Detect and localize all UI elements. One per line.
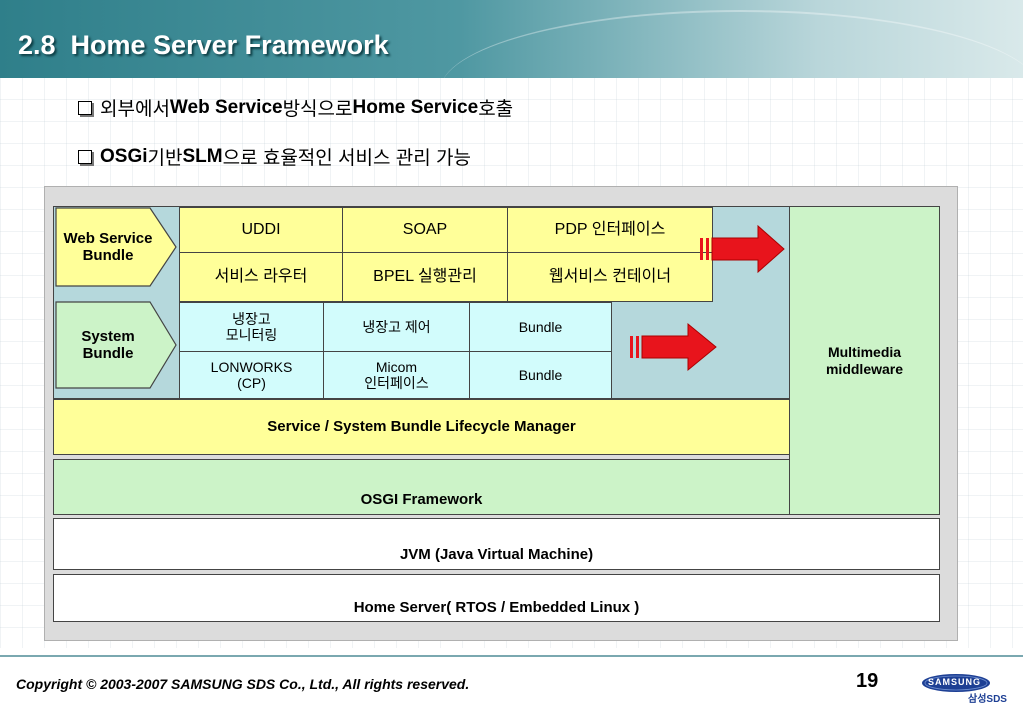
logo-subtext: 삼성SDS [968, 694, 1007, 705]
system-bundle-chevron [55, 301, 177, 389]
fridge-monitoring-cell: 냉장고 모니터링 [179, 302, 324, 352]
lifecycle-manager-box: Service / System Bundle Lifecycle Manage… [53, 399, 790, 455]
red-arrow-icon [630, 322, 717, 372]
page-number: 19 [856, 670, 879, 692]
copyright-text: Copyright © 2003-2007 SAMSUNG SDS Co., L… [16, 676, 470, 692]
service-router-cell: 서비스 라우터 [179, 252, 343, 302]
checkbox-bullet-icon [78, 100, 92, 115]
bpel-cell: BPEL 실행관리 [342, 252, 508, 302]
footer-divider [0, 655, 1023, 657]
fridge-control-cell: 냉장고 제어 [323, 302, 470, 352]
logo-text: SAMSUNG [928, 677, 982, 687]
home-server-box: Home Server( RTOS / Embedded Linux ) [53, 574, 940, 622]
multimedia-middleware-box: Multimedia middleware [789, 206, 940, 515]
web-service-bundle-label: Web Service Bundle [63, 229, 153, 264]
uddi-cell: UDDI [179, 207, 343, 253]
web-service-bundle-chevron [55, 207, 177, 287]
jvm-box: JVM (Java Virtual Machine) [53, 518, 940, 570]
web-service-container-cell: 웹서비스 컨테이너 [507, 252, 713, 302]
samsung-logo-icon [922, 674, 990, 692]
lonworks-cell: LONWORKS (CP) [179, 351, 324, 399]
samsung-logo: SAMSUNG 삼성SDS [922, 672, 1014, 705]
page-title: 2.8 Home Server Framework [18, 30, 389, 60]
soap-cell: SOAP [342, 207, 508, 253]
micom-interface-cell: Micom 인터페이스 [323, 351, 470, 399]
osgi-framework-box: OSGI Framework [53, 459, 790, 515]
red-arrow-icon [700, 224, 785, 274]
pdp-interface-cell: PDP 인터페이스 [507, 207, 713, 253]
header-banner [0, 0, 1023, 78]
bundle-cell: Bundle [469, 351, 612, 399]
checkbox-bullet-icon [78, 149, 92, 164]
system-bundle-label: System Bundle [81, 327, 135, 362]
bundle-cell: Bundle [469, 302, 612, 352]
